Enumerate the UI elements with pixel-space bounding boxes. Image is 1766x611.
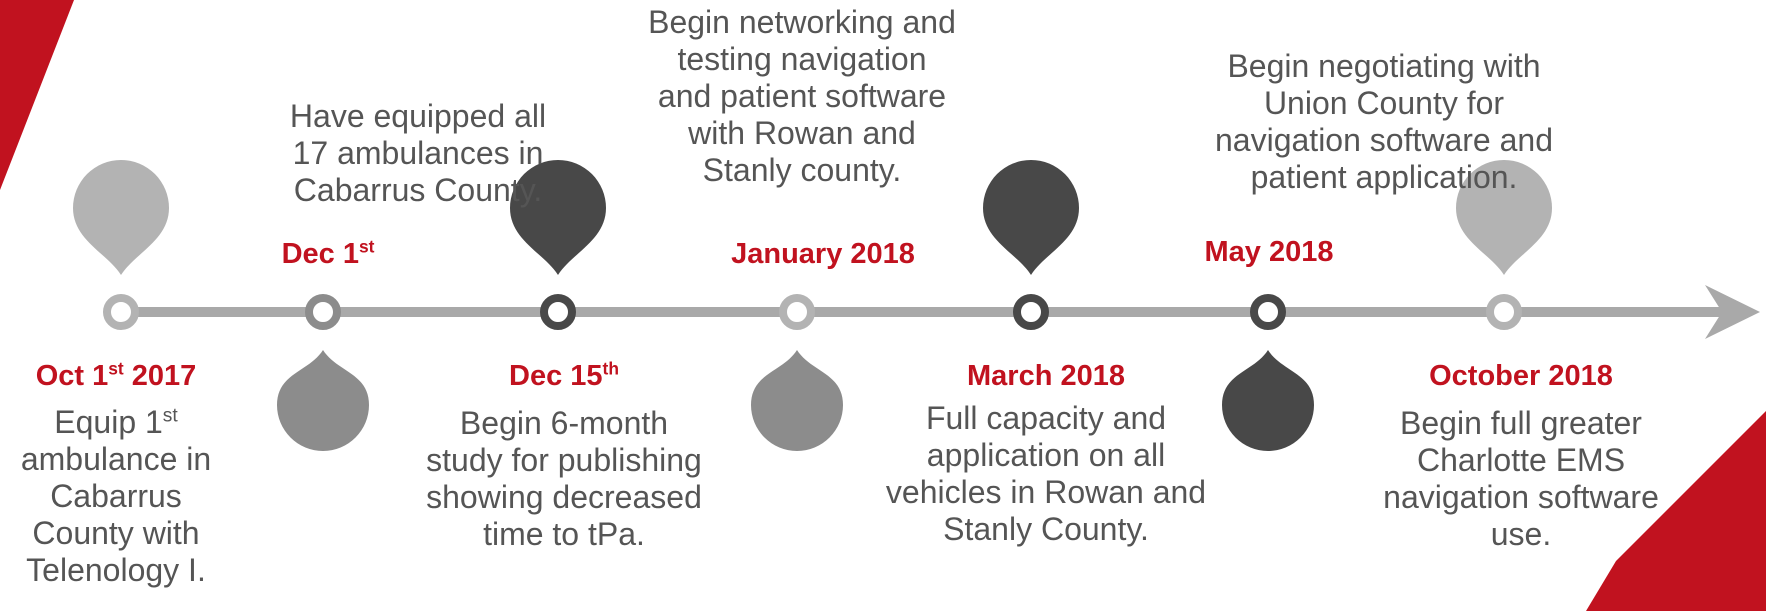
- milestone-date: Dec 1st: [281, 236, 375, 270]
- bottom-right-red-corner: [1586, 411, 1766, 611]
- timeline-arrow-icon: [1705, 285, 1760, 339]
- drop-marker-icon: [751, 350, 843, 451]
- milestone-date: Dec 15th: [509, 358, 619, 392]
- timeline-node: [779, 294, 815, 330]
- timeline-node: [1250, 294, 1286, 330]
- timeline-node: [540, 294, 576, 330]
- milestone-date: May 2018: [1204, 236, 1334, 268]
- timeline-node: [103, 294, 139, 330]
- drop-marker-icon: [510, 160, 606, 275]
- top-left-red-corner: [0, 0, 74, 190]
- timeline-line: [115, 307, 1725, 317]
- drop-marker-icon: [73, 160, 169, 275]
- milestone-date: January 2018: [731, 238, 915, 270]
- drop-marker-icon: [983, 160, 1079, 275]
- milestone-date: October 2018: [1429, 360, 1613, 392]
- drop-marker-icon: [1222, 350, 1314, 451]
- milestone-date: March 2018: [967, 360, 1125, 392]
- drop-marker-icon: [1456, 160, 1552, 275]
- milestone-date: Oct 1st 2017: [35, 358, 197, 392]
- timeline-node: [305, 294, 341, 330]
- timeline-node: [1013, 294, 1049, 330]
- drop-marker-icon: [277, 350, 369, 451]
- timeline-node: [1486, 294, 1522, 330]
